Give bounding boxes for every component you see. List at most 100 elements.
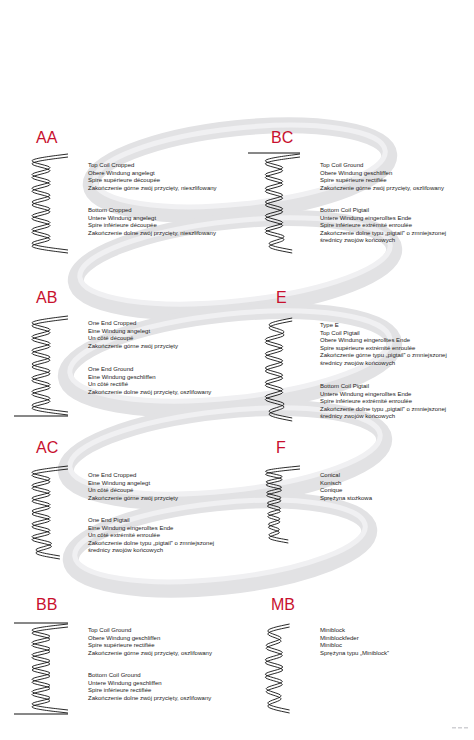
page-marks [452, 727, 468, 729]
description-line: Spire supérieure rectifiée [88, 642, 238, 650]
description-line: One End Ground [88, 366, 238, 374]
type-code: AA [36, 130, 57, 146]
description-block: Top Coil GroundObere Windung geschliffen… [320, 162, 470, 192]
description-line: Un côté extrémité enroulée [88, 532, 238, 540]
description-line: One End Cropped [88, 320, 238, 328]
spring-icon [32, 466, 68, 559]
description-line: Zakończenie dolne typu „pigtail” o zmnie… [320, 230, 470, 245]
description-line: Eine Windung angelegt [88, 328, 238, 336]
description-line: Zakończenie górne zwój przycięty [88, 495, 238, 503]
description-line: Un côté rectifié [88, 381, 238, 389]
description-line: Sprężyna typu „Miniblock” [320, 650, 470, 658]
mark [464, 727, 468, 729]
description-line: Top Coil Cropped [88, 162, 238, 170]
description-line: Obere Windung angelegt [88, 170, 238, 178]
description-line: Eine Windung geschliffen [88, 374, 238, 382]
description-line: Un côté découpé [88, 487, 238, 495]
highlight [71, 488, 369, 594]
description-line: Obere Windung geschliffen [320, 170, 470, 178]
description-block: Bottom Coil GroundUntere Windung geschli… [88, 672, 238, 702]
ground-end [14, 623, 68, 624]
description-block: Bottom Coil PigtailUntere Windung einger… [320, 383, 470, 421]
spring-icon [32, 154, 68, 253]
description-line: Spire supérieure découpée [88, 177, 238, 185]
description-line: Minibloc [320, 642, 470, 650]
description-line: Sprężyna stożkowa [320, 495, 470, 503]
description-line: Eine Windung angelegt [88, 480, 238, 488]
description-line: Untere Windung angelegt [88, 215, 238, 223]
description-line: Zakończenie dolne zwój przycięty, oszlif… [88, 695, 238, 703]
description-line: One End Cropped [88, 472, 238, 480]
description-block: ConicalKonischConiqueSprężyna stożkowa [320, 472, 470, 502]
description-line: Miniblockfeder [320, 635, 470, 643]
coil-wire [32, 319, 68, 415]
spring-icon [14, 623, 68, 714]
description-block: One End CroppedEine Windung angelegtUn c… [88, 320, 238, 350]
coil-wire [265, 627, 289, 713]
description-line: Untere Windung eingerolltes Ende [320, 215, 470, 223]
description-line: Konisch [320, 480, 470, 488]
spring-icon [266, 466, 300, 543]
description-line: Eine Windung eingerolltes Ende [88, 525, 238, 533]
description-line: Spire inférieure découpée [88, 222, 238, 230]
type-code: BB [36, 597, 57, 613]
ground-end [248, 153, 300, 154]
description-line: Top Coil Ground [88, 627, 238, 635]
description-line: Top Coil Ground [320, 162, 470, 170]
description-line: Bottom Cropped [88, 207, 238, 215]
description-line: Spire inférieure extrémité enroulée [320, 222, 470, 230]
description-block: MiniblockMiniblockfederMiniblocSprężyna … [320, 627, 470, 657]
description-block: One End CroppedEine Windung angelegtUn c… [88, 472, 238, 502]
description-block: Bottom Coil PigtailUntere Windung einger… [320, 207, 470, 245]
description-line: Zakończenie górne zwój przycięty [88, 343, 238, 351]
type-code: MB [271, 597, 295, 613]
description-line: Bottom Coil Pigtail [320, 383, 470, 391]
coil [66, 488, 373, 603]
description-line: Conique [320, 487, 470, 495]
coil-wire [265, 318, 292, 418]
description-line: Zakończenie górne typu „pigtail” o zmnie… [320, 352, 470, 367]
description-line: One End Pigtail [88, 517, 238, 525]
description-line: Type E [320, 322, 470, 330]
description-block: Top Coil CroppedObere Windung angelegtSp… [88, 162, 238, 192]
description-line: Obere Windung eingerolltes Ende [320, 337, 470, 345]
type-code: BC [271, 130, 293, 146]
description-line: Zakończenie dolne zwój przycięty, nieszl… [88, 230, 238, 238]
description-block: Bottom CroppedUntere Windung angelegtSpi… [88, 207, 238, 237]
ground-end [14, 416, 68, 417]
description-line: Top Coil Pigtail [320, 330, 470, 338]
description-line: Miniblock [320, 627, 470, 635]
coil-wire [266, 469, 300, 543]
highlight [76, 205, 395, 317]
spring-icon [248, 153, 300, 253]
coil-wire [32, 466, 68, 556]
spring-icon [14, 316, 68, 416]
description-line: Un côté découpé [88, 335, 238, 343]
ground-end [14, 714, 68, 715]
coil-wire [32, 154, 68, 250]
description-line: Bottom Coil Ground [88, 672, 238, 680]
type-code: E [276, 290, 287, 306]
description-line: Untere Windung eingerolltes Ende [320, 391, 470, 399]
description-line: Conical [320, 472, 470, 480]
description-line: Untere Windung geschliffen [88, 680, 238, 688]
coil-wire [265, 154, 300, 250]
description-line: Zakończenie dolne typu „pigtail” o zmnie… [320, 406, 470, 421]
description-line: Spire supérieure rectifiée [320, 177, 470, 185]
description-block: Type ETop Coil PigtailObere Windung eing… [320, 322, 470, 368]
mark [452, 727, 456, 729]
coil-wire [32, 469, 68, 559]
coil-wire [265, 321, 292, 421]
description-line: Zakończenie górne zwój przycięty, nieszl… [88, 185, 238, 193]
mark [458, 727, 462, 729]
coil-wire [32, 157, 68, 253]
description-line: Spire inférieure extrémité enroulée [320, 398, 470, 406]
type-code: AB [36, 290, 57, 306]
description-line: Obere Windung geschliffen [88, 635, 238, 643]
type-code: AC [36, 440, 58, 456]
description-line: Zakończenie górne zwój przycięty, oszlif… [320, 185, 470, 193]
coil-wire [32, 316, 68, 412]
description-line: Zakończenie górne zwój przycięty, oszlif… [88, 650, 238, 658]
